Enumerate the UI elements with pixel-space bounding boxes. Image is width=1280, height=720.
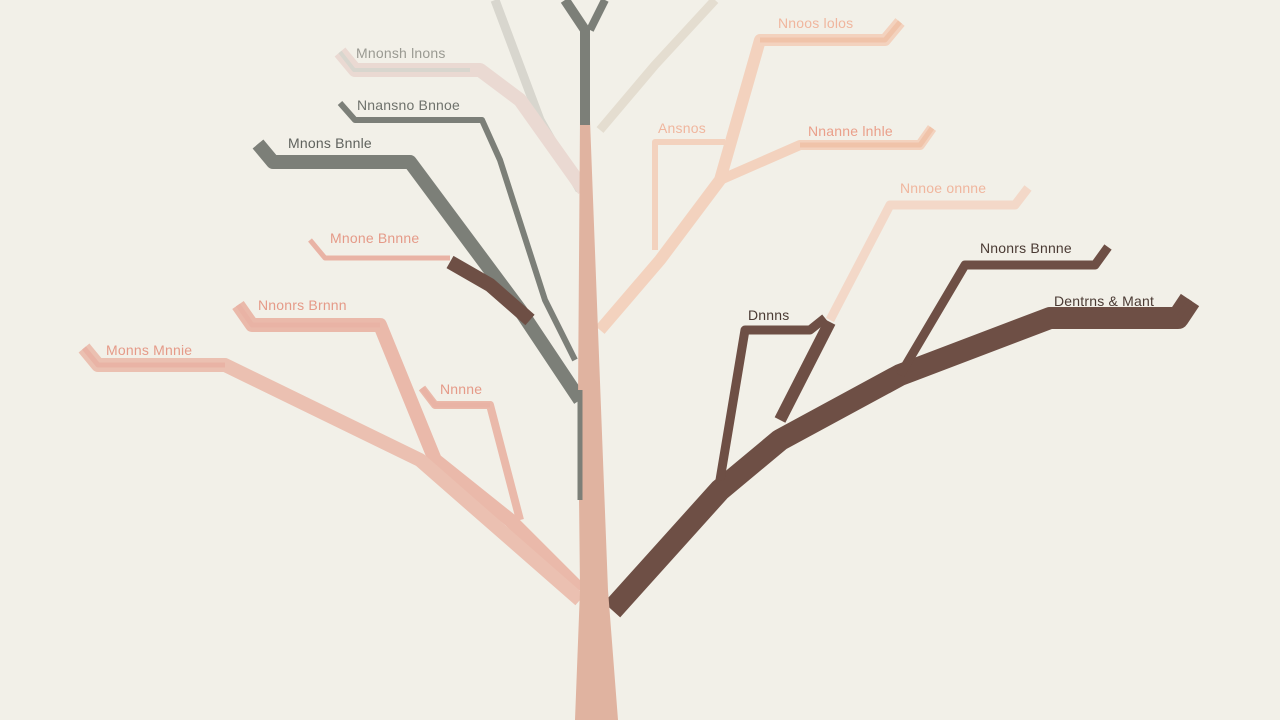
label-l9: Nnonrs Brnnn [258,297,347,313]
trunk [560,0,618,720]
branch-darkbrown-main [603,293,1200,618]
trunk-main [575,120,618,720]
label-l12: Dnnns [748,307,789,323]
label-l3: Nnansno Bnnoe [357,97,460,113]
branch-peach-small [652,139,725,250]
branch-pink-lower-connector [235,303,380,328]
label-l6: Mnons Bnnle [288,135,372,151]
branch-gray-upper [337,101,578,362]
left-branches [78,47,590,606]
branch-darkbrown-main-connector [1050,298,1193,321]
branch-gray-connector [256,142,410,165]
label-l5: Nnanne lnhle [808,123,893,139]
branch-peach-top-connector [760,20,902,43]
label-l8: Mnone Bnnne [330,230,419,246]
branch-pink-mid [308,238,450,261]
label-l11: Nnnne [440,381,482,397]
branch-darkbrown-fork [774,319,836,423]
label-l1: Nnoos lolos [778,15,853,31]
label-l2: Mnonsh lnons [356,45,446,61]
branch-peach-mid-connector [800,126,935,148]
right-branches [595,18,1200,618]
label-l10: Monns Mnnie [106,342,192,358]
branch-pink-upper-connector [338,50,470,72]
label-l13: Nnonrs Bnnne [980,240,1072,256]
label-l14: Dentrns & Mant [1054,293,1154,309]
label-l7: Nnnoe onnne [900,180,986,196]
faint-branch-right-top [596,0,719,133]
label-l4: Ansnos [658,120,706,136]
branch-pink-small-connector [420,386,490,408]
labels: Nnoos lolos Mnonsh lnons Nnansno Bnnoe A… [106,15,1154,397]
branch-peach-faint [826,185,1032,323]
branch-peach-top [595,18,905,334]
branch-darkbrown-short [715,314,828,481]
trunk-gray-stem-right [586,0,609,32]
branch-darkbrown-left [446,255,535,326]
branch-darkbrown-upper [896,244,1112,378]
branch-pink-bottom-connector [82,346,225,368]
branch-gray-main [252,139,586,404]
top-faint-branches [490,0,719,193]
trunk-gray-stem [560,0,590,125]
